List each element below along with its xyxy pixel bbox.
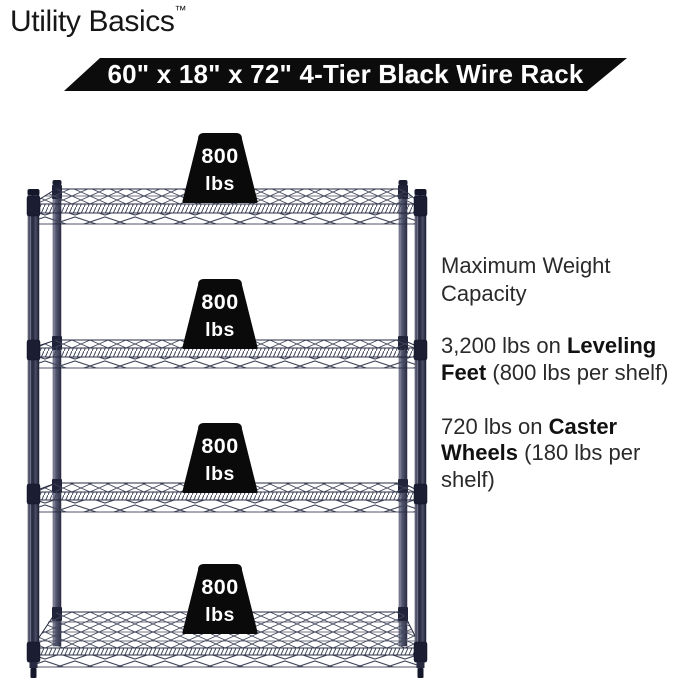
rear-right-post-cap <box>398 180 408 185</box>
info-bold-text: Caster Wheels <box>441 413 618 466</box>
shelf-1-truss <box>31 212 422 225</box>
banner-text-suffix: Wire Rack <box>448 59 584 89</box>
shelf-3-front-right-collar <box>413 483 428 505</box>
weight-capacity-info: Maximum Weight Capacity 3,200 lbs on Lev… <box>441 252 679 521</box>
shelf-3-truss <box>31 499 422 513</box>
weight-badge-shape <box>182 133 258 203</box>
rear-left-post <box>52 182 62 647</box>
leveling-foot-left <box>29 662 38 678</box>
banner-text-prefix: 60" x 18" x 72" 4-Tier <box>107 59 379 89</box>
front-posts <box>26 189 428 678</box>
rear-right-post <box>398 182 408 647</box>
shelf-2-front-left-collar <box>26 339 41 361</box>
badge-value: 800 <box>201 144 238 168</box>
brand-name: Utility Basics <box>10 5 175 38</box>
brand-title: Utility Basics™ <box>10 0 186 44</box>
badge-unit: lbs <box>205 173 235 195</box>
info-item-leveling-feet: 3,200 lbs on Leveling Feet (800 lbs per … <box>441 333 679 387</box>
info-text: (800 lbs per shelf) <box>486 359 669 385</box>
weight-badge-2: 800 lbs <box>182 279 258 349</box>
info-text: 3,200 lbs on <box>441 333 567 358</box>
rear-left-post-cap <box>52 180 62 185</box>
trademark-symbol: ™ <box>174 3 187 17</box>
front-right-post-cap <box>414 189 427 195</box>
shelf-1-front-right-collar <box>413 195 428 217</box>
info-text: 720 lbs on <box>441 413 549 439</box>
shelf-3-front-rail <box>31 491 422 501</box>
shelf-1-front-left-collar <box>26 195 41 217</box>
shelf-3-front-left-collar <box>26 483 41 505</box>
front-right-post <box>414 191 427 663</box>
front-left-post <box>27 191 40 663</box>
shelf-4 <box>31 607 422 668</box>
info-text: (180 lbs per shelf) <box>441 440 641 493</box>
info-heading: Maximum Weight Capacity <box>441 253 611 306</box>
shelf-1-front-rail <box>31 203 422 214</box>
badge-unit: lbs <box>205 319 235 341</box>
front-left-post-cap <box>27 189 40 195</box>
badge-value: 800 <box>201 575 238 599</box>
weight-badge-1: 800 lbs <box>182 133 258 203</box>
badge-value: 800 <box>201 434 238 458</box>
product-title-banner: 60" x 18" x 72" 4-Tier Black Wire Rack <box>64 58 627 91</box>
shelf-4-front-rail <box>31 647 422 656</box>
shelf-4-front-right-collar <box>413 641 428 663</box>
weight-badge-4: 800 lbs <box>182 564 258 634</box>
weight-badge-shape <box>182 279 258 349</box>
weight-badge-3: 800 lbs <box>182 423 258 493</box>
banner-text-highlight: Black <box>378 59 449 89</box>
weight-badge-shape <box>182 564 258 634</box>
shelf-2-front-right-collar <box>413 339 428 361</box>
badge-unit: lbs <box>205 463 235 485</box>
badge-value: 800 <box>201 290 238 314</box>
info-item-caster-wheels: 720 lbs on Caster Wheels (180 lbs per sh… <box>441 414 679 494</box>
shelf-2-truss <box>31 356 422 369</box>
shelf-2-front-rail <box>31 347 422 358</box>
weight-badge-shape <box>182 423 258 493</box>
shelf-4-truss <box>31 654 422 668</box>
info-bold-text: Leveling Feet <box>441 333 657 385</box>
leveling-foot-right <box>416 662 425 678</box>
shelf-4-front-left-collar <box>26 641 41 663</box>
badge-unit: lbs <box>205 604 235 626</box>
